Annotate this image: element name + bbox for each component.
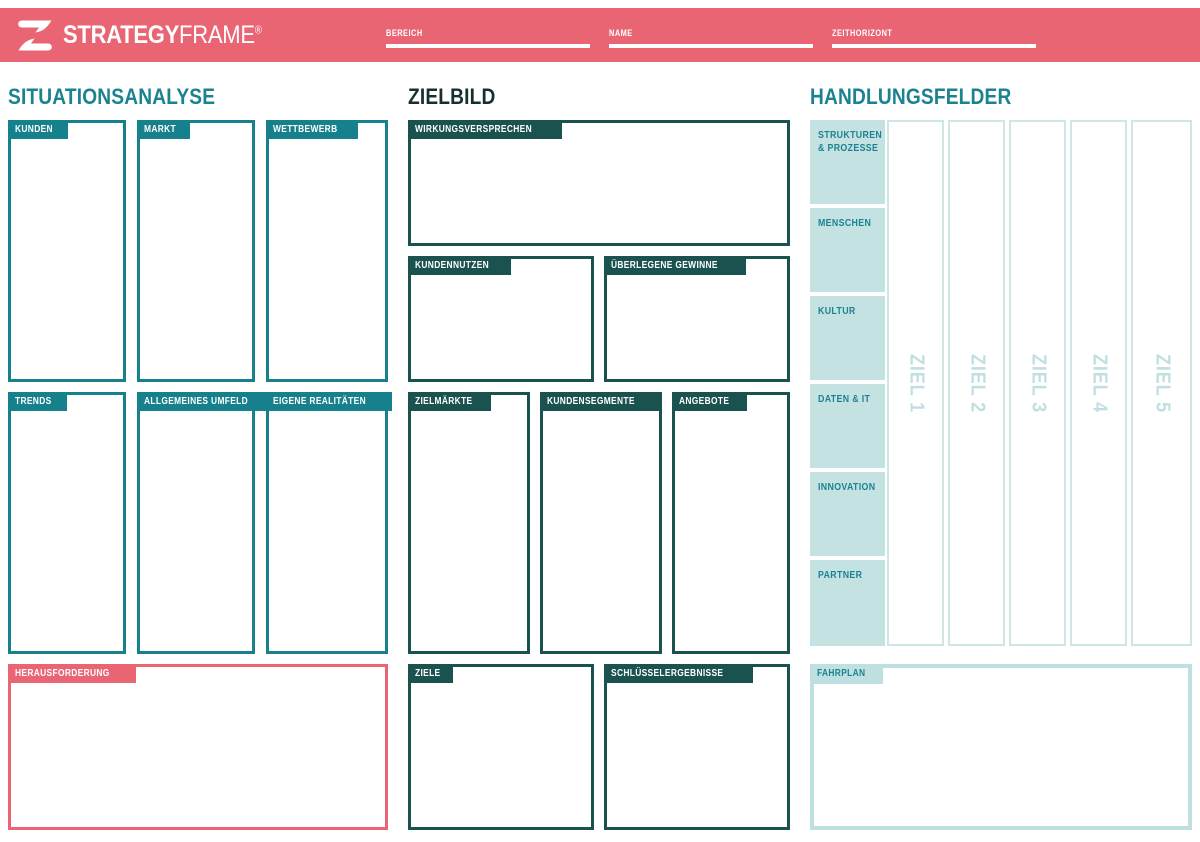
box-allgemeines-umfeld-tab: ALLGEMEINES UMFELD (137, 392, 276, 411)
box-zielmaerkte-tab: ZIELMÄRKTE (408, 392, 492, 411)
hf-column-ziel-3[interactable]: ZIEL 3 (1009, 120, 1066, 646)
box-kunden[interactable]: KUNDEN (8, 120, 126, 382)
box-angebote[interactable]: ANGEBOTE (672, 392, 790, 654)
box-herausforderung-tab: HERAUSFORDERUNG (8, 664, 136, 683)
box-fahrplan[interactable]: FAHRPLAN (810, 664, 1192, 830)
section-title-situationsanalyse: SITUATIONSANALYSE (8, 84, 216, 109)
box-markt[interactable]: MARKT (137, 120, 255, 382)
box-kundensegmente-tab: KUNDENSEGMENTE (540, 392, 660, 411)
box-schluesselergebnisse[interactable]: SCHLÜSSELERGEBNISSE (604, 664, 790, 830)
hf-column-ziel-5[interactable]: ZIEL 5 (1131, 120, 1192, 646)
box-zielmaerkte[interactable]: ZIELMÄRKTE (408, 392, 530, 654)
brand-logo: STRATEGYFRAME® (18, 20, 289, 51)
hf-column-ziel-5-label: ZIEL 5 (1151, 353, 1173, 413)
box-wettbewerb-tab: WETTBEWERB (266, 120, 358, 139)
hf-row-label-strukturen-prozesse: STRUKTUREN & PROZESSE (810, 120, 885, 204)
box-fahrplan-tab: FAHRPLAN (810, 664, 883, 684)
hf-column-ziel-2[interactable]: ZIEL 2 (948, 120, 1005, 646)
hf-column-ziel-1[interactable]: ZIEL 1 (887, 120, 944, 646)
box-allgemeines-umfeld[interactable]: ALLGEMEINES UMFELD (137, 392, 276, 654)
section-title-zielbild: ZIELBILD (408, 84, 496, 109)
hf-row-label-partner: PARTNER (810, 560, 885, 646)
hf-row-label-menschen: MENSCHEN (810, 208, 885, 292)
hf-row-label-innovation: INNOVATION (810, 472, 885, 556)
brand-word-strategy: STRATEGY (63, 20, 180, 49)
field-name[interactable]: NAME (608, 23, 813, 48)
section-title-handlungsfelder: HANDLUNGSFELDER (810, 84, 1012, 109)
box-trends-tab: TRENDS (8, 392, 67, 411)
field-name-label: NAME (608, 27, 633, 38)
strategyframe-s-logo-icon (18, 20, 52, 50)
box-schluesselergebnisse-tab: SCHLÜSSELERGEBNISSE (604, 664, 753, 683)
field-name-input[interactable] (608, 43, 813, 48)
header-fields: BEREICH NAME ZEITHORIZONT (385, 23, 1036, 48)
hf-row-label-daten-it: DATEN & IT (810, 384, 885, 468)
box-wirkungsversprechen-tab: WIRKUNGSVERSPRECHEN (408, 120, 563, 139)
field-bereich-label: BEREICH (385, 27, 423, 38)
box-kundennutzen[interactable]: KUNDENNUTZEN (408, 256, 594, 382)
box-angebote-tab: ANGEBOTE (672, 392, 747, 411)
box-ueberlegene-gewinne-tab: ÜBERLEGENE GEWINNE (604, 256, 747, 275)
brand-word-frame: FRAME (179, 20, 255, 49)
box-herausforderung[interactable]: HERAUSFORDERUNG (8, 664, 388, 830)
hf-column-ziel-4-label: ZIEL 4 (1088, 353, 1110, 413)
app-header: STRATEGYFRAME® BEREICH NAME ZEITHORIZONT (0, 8, 1200, 62)
hf-column-ziel-3-label: ZIEL 3 (1027, 353, 1049, 413)
hf-column-ziel-1-label: ZIEL 1 (905, 353, 927, 413)
box-ueberlegene-gewinne[interactable]: ÜBERLEGENE GEWINNE (604, 256, 790, 382)
box-kundensegmente[interactable]: KUNDENSEGMENTE (540, 392, 662, 654)
brand-wordmark: STRATEGYFRAME® (63, 20, 262, 49)
box-kundennutzen-tab: KUNDENNUTZEN (408, 256, 512, 275)
box-markt-tab: MARKT (137, 120, 191, 139)
box-wirkungsversprechen[interactable]: WIRKUNGSVERSPRECHEN (408, 120, 790, 246)
field-zeithorizont-label: ZEITHORIZONT (831, 27, 893, 38)
box-eigene-realitaeten[interactable]: EIGENE REALITÄTEN (266, 392, 392, 654)
registered-mark: ® (254, 24, 262, 37)
hf-column-ziel-4[interactable]: ZIEL 4 (1070, 120, 1127, 646)
box-ziele-tab: ZIELE (408, 664, 454, 683)
hf-row-label-kultur: KULTUR (810, 296, 885, 380)
field-bereich[interactable]: BEREICH (385, 23, 590, 48)
box-trends[interactable]: TRENDS (8, 392, 126, 654)
hf-column-ziel-2-label: ZIEL 2 (966, 353, 988, 413)
field-zeithorizont[interactable]: ZEITHORIZONT (831, 23, 1036, 48)
field-bereich-input[interactable] (385, 43, 590, 48)
box-ziele[interactable]: ZIELE (408, 664, 594, 830)
field-zeithorizont-input[interactable] (831, 43, 1036, 48)
box-kunden-tab: KUNDEN (8, 120, 69, 139)
box-wettbewerb[interactable]: WETTBEWERB (266, 120, 388, 382)
box-eigene-realitaeten-tab: EIGENE REALITÄTEN (266, 392, 392, 411)
